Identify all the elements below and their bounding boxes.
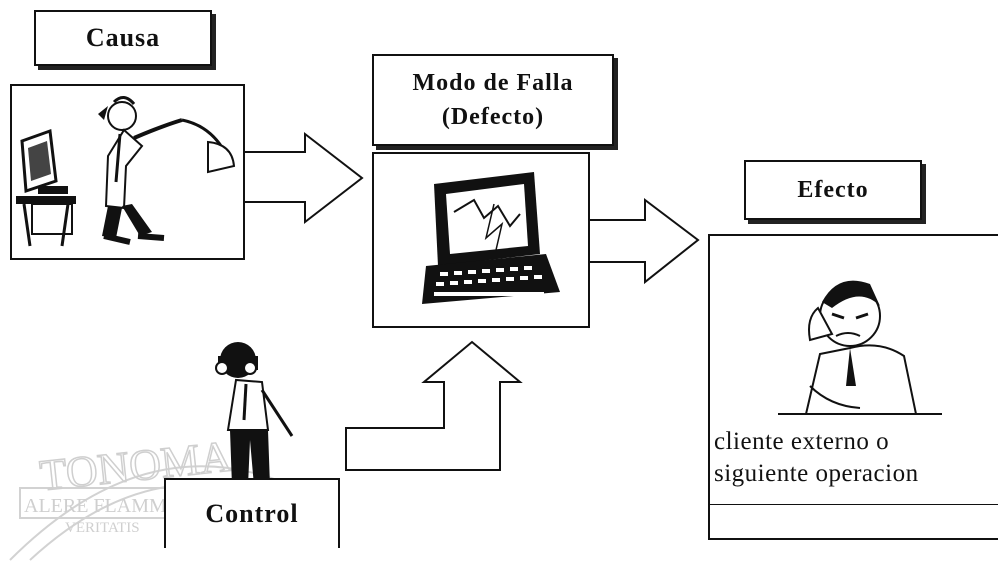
- cause-label-text: Causa: [85, 23, 161, 52]
- control-label: Control: [164, 478, 340, 548]
- failure-mode-label-line2: (Defecto): [441, 104, 545, 130]
- cause-label: Causa: [34, 10, 212, 66]
- effect-caption-line1: cliente externo o: [714, 428, 890, 455]
- effect-caption: cliente externo o siguiente operacion: [714, 426, 998, 490]
- effect-caption-line2: siguiente operacion: [714, 460, 919, 487]
- effect-box: cliente externo o siguiente operacion: [708, 234, 998, 540]
- failure-mode-box: [372, 152, 590, 328]
- frustrated-customer-icon: [778, 280, 942, 415]
- seal-motto-line1: ALERE FLAMMAM: [24, 495, 199, 517]
- cause-box: [10, 84, 245, 260]
- effect-box-divider: [710, 504, 998, 505]
- control-label-text: Control: [205, 499, 299, 528]
- broken-laptop-icon: [422, 172, 560, 304]
- effect-label-text: Efecto: [797, 176, 869, 203]
- effect-label: Efecto: [744, 160, 922, 220]
- failure-mode-label: Modo de Falla (Defecto): [372, 54, 614, 146]
- failure-mode-label-line1: Modo de Falla: [412, 70, 574, 96]
- seal-motto-line2: VERITATIS: [65, 520, 140, 536]
- angry-man-smashing-computer-icon: [16, 96, 236, 247]
